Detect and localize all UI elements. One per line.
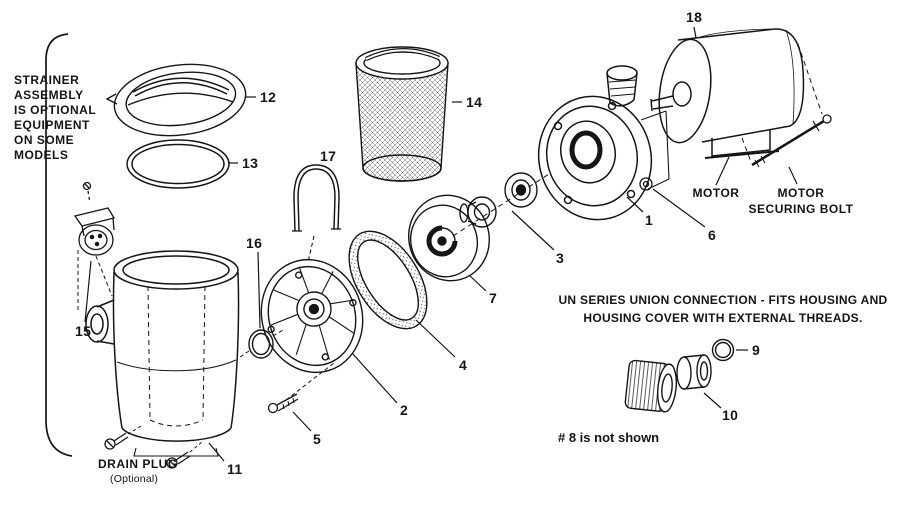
svg-text:7: 7 [489,290,497,306]
part-label-11: 11 [208,442,242,477]
svg-text:1: 1 [645,212,653,228]
part-label-7: 7 [468,274,497,306]
svg-text:16: 16 [246,235,262,251]
part-17-clamp-drawing [292,164,341,263]
svg-text:MOTOR: MOTOR [778,186,825,200]
svg-text:UN SERIES UNION CONNECTION - F: UN SERIES UNION CONNECTION - FITS HOUSIN… [558,293,887,307]
motor-securing-bolt-drawing [741,43,832,168]
part-2-seal-plate-drawing [260,258,364,374]
strainer-note: STRAINER ASSEMBLY IS OPTIONAL EQUIPMENT … [14,73,96,162]
motor-base [711,129,771,157]
assembly-dash-line [285,362,335,401]
part-label-4: 4 [415,319,467,373]
strainer-assembly-bracket [45,33,73,457]
part-12-strainer-cover-drawing [105,63,247,137]
part-18-motor-drawing [650,28,805,159]
part-6-nut-drawing [639,177,653,191]
part-13-cover-oring-drawing [126,139,230,189]
motor-shaft [650,95,674,112]
part-label-13: 13 [228,155,258,171]
svg-text:11: 11 [227,461,242,477]
part-label-1: 1 [626,196,653,228]
part-3-shaft-seal-drawing [452,172,550,237]
svg-text:18: 18 [686,9,702,25]
strainer-note-line-4: EQUIPMENT [14,118,90,132]
part-label-9: 9 [736,342,760,358]
part-4-gasket-drawing [348,230,428,330]
drain-plug-screws-drawing [104,425,203,469]
svg-text:15: 15 [75,323,91,339]
svg-text:# 8 is not shown: # 8 is not shown [558,430,659,445]
svg-text:3: 3 [556,250,564,266]
part-1-housing-cover-drawing [537,65,670,221]
part-label-14: 14 [452,94,482,110]
svg-text:SECURING BOLT: SECURING BOLT [749,202,854,216]
drain-plug-subcaption: (Optional) [110,473,158,485]
svg-text:HOUSING COVER WITH EXTERNAL TH: HOUSING COVER WITH EXTERNAL THREADS. [583,311,862,325]
part-15-optional-bracket-drawing [73,181,116,310]
svg-text:2: 2 [400,402,408,418]
svg-text:4: 4 [459,357,467,373]
strainer-note-line-5: ON SOME [14,133,74,147]
not-shown-note: # 8 is not shown [558,430,659,445]
svg-text:DRAIN PLUG: DRAIN PLUG [98,457,178,471]
part-9-oring-drawing [711,338,735,362]
motor-caption: MOTOR [693,156,740,200]
part-label-5: 5 [292,411,321,447]
svg-text:14: 14 [466,94,482,110]
un-series-note: UN SERIES UNION CONNECTION - FITS HOUSIN… [558,293,887,325]
part-label-17: 17 [320,148,336,164]
svg-text:6: 6 [708,227,716,243]
svg-text:9: 9 [752,342,760,358]
strainer-note-line-2: ASSEMBLY [14,88,84,102]
part-label-3: 3 [511,210,564,266]
part-11-pump-housing-drawing [85,250,240,457]
part-10-union-drawing [624,354,712,413]
part-label-10: 10 [703,392,738,423]
part-label-16: 16 [246,235,262,329]
part-label-15: 15 [75,260,92,339]
strainer-note-line-1: STRAINER [14,73,79,87]
svg-text:10: 10 [722,407,738,423]
part-label-12: 12 [246,89,276,105]
part-label-2: 2 [351,352,408,418]
strainer-note-line-3: IS OPTIONAL [14,103,96,117]
svg-text:12: 12 [260,89,276,105]
svg-text:13: 13 [242,155,258,171]
svg-text:5: 5 [313,431,321,447]
svg-text:17: 17 [320,148,336,164]
part-14-strainer-basket-drawing [355,46,449,182]
part-label-18: 18 [686,9,702,39]
motor-securing-bolt-caption: MOTOR SECURING BOLT [749,166,854,216]
part-label-6: 6 [652,188,716,243]
svg-text:MOTOR: MOTOR [693,186,740,200]
part-5-screw-drawing [267,393,299,414]
drain-plug-caption: DRAIN PLUG [98,457,178,471]
strainer-note-line-6: MODELS [14,148,68,162]
